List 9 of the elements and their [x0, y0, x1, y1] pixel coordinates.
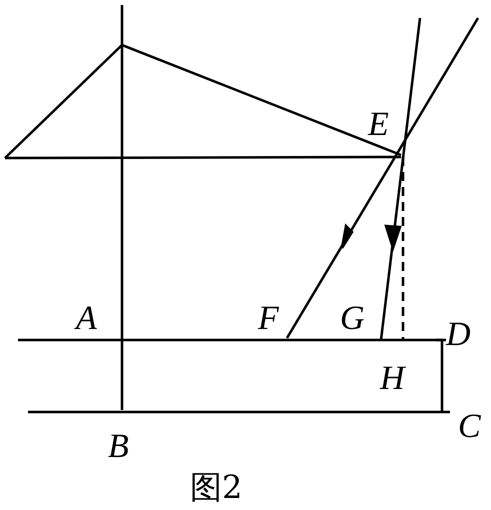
point-label: F — [258, 302, 279, 336]
figure-caption: 图2 — [190, 470, 242, 504]
point-label: E — [368, 108, 389, 142]
point-label: A — [76, 302, 97, 336]
point-label: D — [446, 318, 471, 352]
point-label: C — [458, 410, 481, 444]
point-label: G — [340, 302, 365, 336]
point-label: H — [380, 362, 405, 396]
point-label: B — [108, 430, 129, 464]
